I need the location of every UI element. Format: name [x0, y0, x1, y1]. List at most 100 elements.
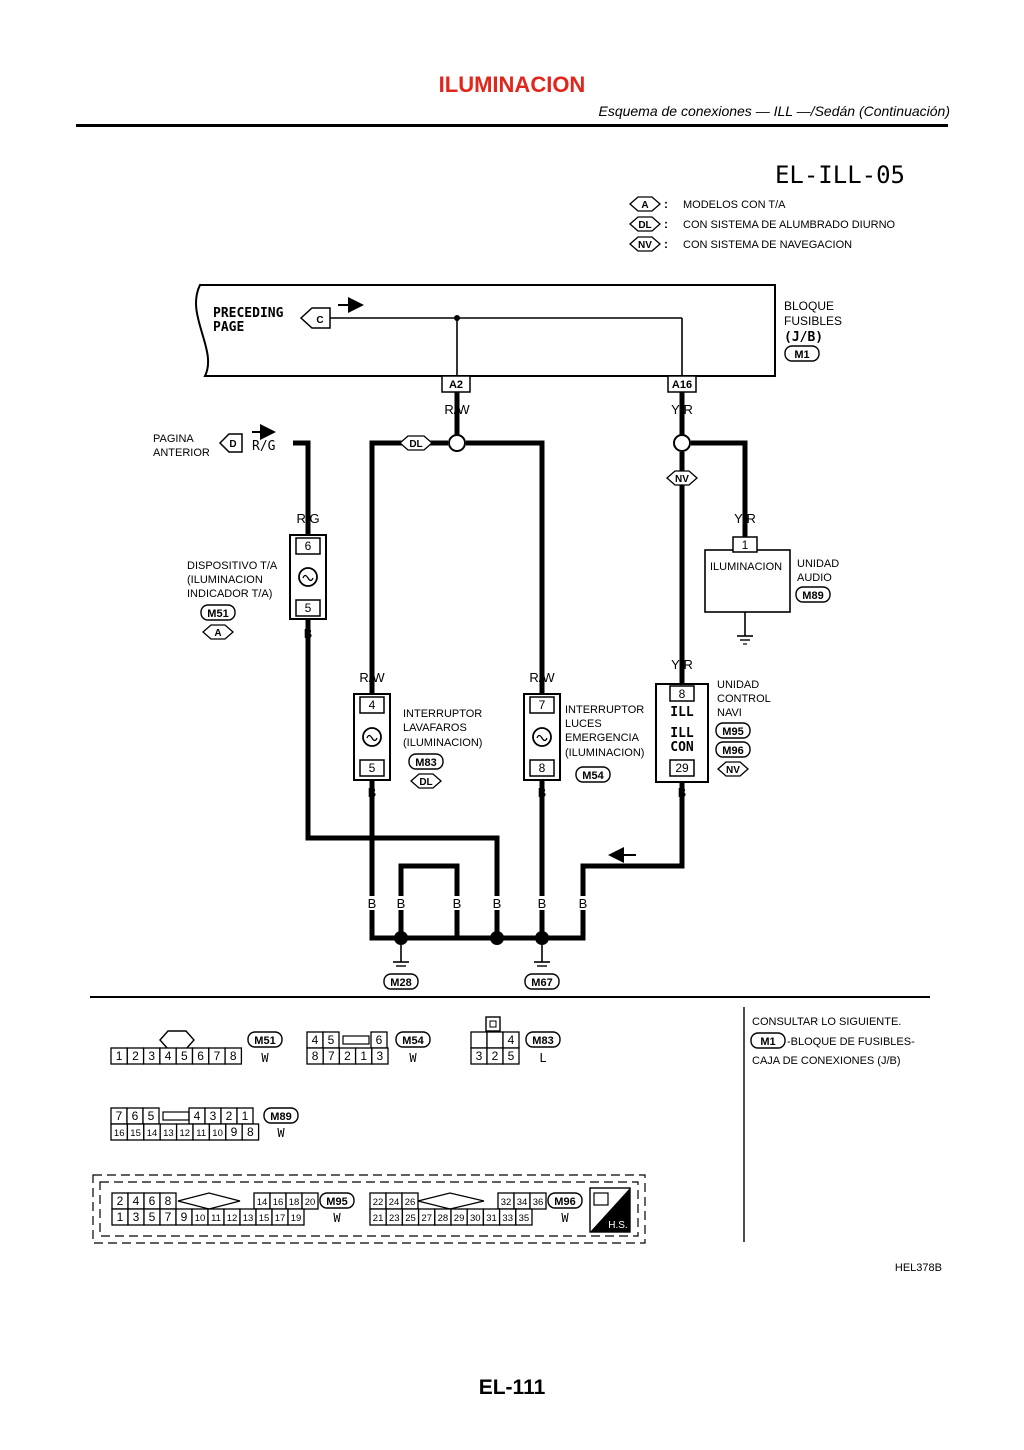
pin-box [359, 696, 385, 714]
key-tab-icon [489, 1020, 497, 1028]
pin-label: 8 [539, 761, 546, 775]
connector-ref: M89 [802, 590, 823, 602]
connector-pin-label: 28 [438, 1213, 449, 1224]
connector-pin-label: 4 [312, 1033, 319, 1047]
connector-pin-label: 21 [373, 1213, 384, 1224]
legend-item-dl: DL : CON SISTEMA DE ALUMBRADO DIURNO [629, 216, 896, 232]
connector-pin-label: 7 [165, 1210, 172, 1224]
navi-inner-label: ILL [670, 705, 694, 720]
connector-ref-icon [795, 586, 831, 603]
connector-pin-label: 1 [116, 1049, 123, 1063]
label-bg [449, 896, 465, 910]
wire-label: B [368, 896, 377, 911]
connector-pin [529, 1192, 547, 1210]
connector-ref: M95 [722, 726, 743, 738]
legend-colon: : [664, 197, 668, 211]
reference-note-line: CAJA DE CONEXIONES (J/B) [752, 1055, 901, 1067]
connector-pin-label: 4 [194, 1109, 201, 1123]
connector-pin-label: 9 [181, 1210, 188, 1224]
connector-pin-label: 2 [492, 1049, 499, 1063]
legend-text: CON SISTEMA DE NAVEGACION [683, 239, 852, 251]
connector-frame [92, 1174, 646, 1244]
label-bg [575, 896, 591, 910]
ground-ref: M67 [531, 977, 552, 989]
lamp-filament-icon [302, 574, 314, 582]
pin-label: 5 [369, 761, 376, 775]
component-label: INDICADOR T/A) [187, 588, 272, 600]
wire-rw-lavafaros [369, 440, 448, 695]
legend-colon: : [664, 217, 668, 231]
component-inner-label: ILUMINACION [710, 561, 782, 573]
connector-ref: M96 [554, 1196, 575, 1208]
connector-pin-label: 5 [328, 1033, 335, 1047]
wire-label: B [453, 896, 462, 911]
fuse-block-conn: M1 [794, 349, 809, 361]
connector-pin [515, 1208, 533, 1226]
wire-label: B [368, 785, 377, 800]
legend-text: CON SISTEMA DE ALUMBRADO DIURNO [683, 219, 896, 231]
page-title: ILUMINACION [438, 72, 586, 97]
key-tab-icon [417, 1192, 485, 1210]
component-label: DISPOSITIVO T/A [187, 560, 278, 572]
fuse-block-outline [195, 284, 776, 377]
connector-pin-label: 14 [147, 1128, 158, 1139]
wire-b-ta [305, 618, 500, 938]
lamp-filament-icon [536, 734, 548, 742]
connector-pin-label: 27 [421, 1213, 432, 1224]
connector-pin-label: 6 [376, 1033, 383, 1047]
connector-pin-label: 33 [502, 1213, 513, 1224]
label-bg [393, 896, 409, 910]
page-ref-c: C [316, 315, 323, 326]
pin-label: 8 [679, 687, 686, 701]
diagram-id: EL-ILL-05 [775, 161, 905, 189]
pin-box [359, 759, 385, 777]
connector-pin-label: 14 [257, 1197, 268, 1208]
tag-hex-icon [410, 773, 442, 789]
connector-pin-label: 5 [148, 1109, 155, 1123]
hs-connector-icon [593, 1192, 609, 1206]
wire-label: Y/R [734, 511, 756, 526]
pin-box [669, 685, 695, 702]
connector-pin-label: 2 [226, 1109, 233, 1123]
connector-pin-label: 3 [476, 1049, 483, 1063]
pin-label: 7 [539, 698, 546, 712]
connector-pin-label: 25 [405, 1213, 416, 1224]
connector-pin-label: 12 [180, 1128, 191, 1139]
page-ref-d-icon [218, 433, 243, 453]
fuse-block-label: FUSIBLES [784, 314, 842, 328]
connector-pin-label: 7 [214, 1049, 221, 1063]
tag-hex-icon [629, 236, 661, 252]
connector-pin [224, 1047, 243, 1065]
blank-cavity [470, 1031, 488, 1049]
connector-ref-icon [575, 766, 611, 783]
wire-labels: R/W Y/R R/G Y/R B R/W R/W Y/R B B B [296, 402, 755, 800]
connector-ref-icon [319, 1192, 355, 1209]
connector-ref-icon [547, 1192, 583, 1209]
reference-note: CONSULTAR LO SIGUIENTE. M1 -BLOQUE DE FU… [750, 1016, 915, 1067]
label-bg [489, 896, 505, 910]
ground-splice [535, 931, 549, 945]
navi-inner-label: CON [670, 740, 694, 755]
connector-pin-label: 3 [148, 1049, 155, 1063]
hs-corner-icon [590, 1188, 630, 1232]
wire-b-navi [542, 782, 685, 941]
pin-label: 5 [305, 601, 312, 615]
connector-ref-icon [395, 1031, 431, 1048]
legend: A : MODELOS CON T/A DL : CON SISTEMA DE … [629, 196, 896, 252]
connector-ref-icon [525, 1031, 561, 1048]
connector-pin-label: 35 [519, 1213, 530, 1224]
connector-pin-label: 36 [533, 1197, 544, 1208]
header-divider [76, 124, 948, 127]
component-label: INTERRUPTOR [565, 704, 644, 716]
connector-pin-label: 18 [289, 1197, 300, 1208]
connector-color: W [261, 1051, 269, 1065]
connector-pin-label: 10 [195, 1213, 206, 1224]
connector-pin-label: 6 [132, 1109, 139, 1123]
tag-label: DL [419, 777, 432, 788]
connector-pin-label: 15 [130, 1128, 141, 1139]
tag-nv-wire: NV [666, 470, 698, 486]
connector-pin-label: 8 [230, 1049, 237, 1063]
